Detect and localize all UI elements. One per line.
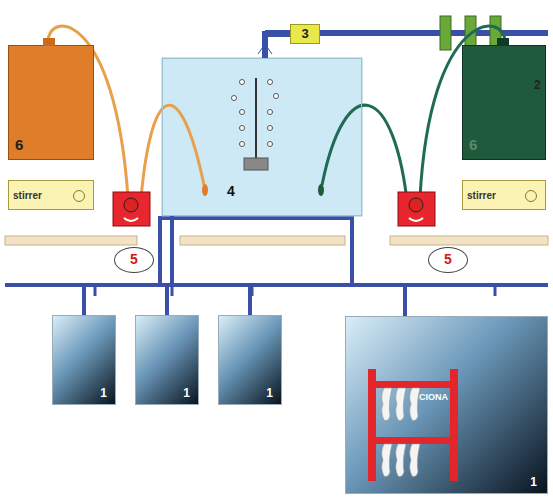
node-text: 1 <box>183 387 190 400</box>
mixing-tank: 4 <box>162 58 362 216</box>
rack-frame <box>368 369 460 481</box>
magnetic-stirrer: stirrer <box>462 180 546 210</box>
node-text: 1 <box>530 476 537 489</box>
tube-end <box>318 184 324 196</box>
culture-tank: 1 <box>52 315 116 405</box>
water-pipe <box>84 216 172 315</box>
node-text: 1 <box>100 387 107 400</box>
callout-number: 2 <box>534 78 541 92</box>
node-text: 3 <box>301 27 308 41</box>
culture-tank: 1 <box>135 315 199 405</box>
stirrer-knob <box>73 190 85 202</box>
peristaltic-pump <box>113 192 150 226</box>
node-text: CIONA <box>419 393 448 403</box>
food-bottle: 6 <box>8 45 94 160</box>
pump-base: 5 <box>428 247 468 273</box>
magnetic-stirrer: stirrer <box>8 180 94 210</box>
pump-base: 5 <box>114 247 154 273</box>
tank-stand <box>160 218 352 285</box>
bubbles <box>232 80 279 147</box>
water-pipe <box>172 216 405 316</box>
bottle-cap <box>43 38 55 46</box>
culture-tank: 1 CIONA <box>345 316 548 494</box>
node-text: 5 <box>130 252 138 267</box>
node-text: stirrer <box>13 190 42 201</box>
node-text: stirrer <box>467 190 496 201</box>
stirrer-knob <box>525 190 537 202</box>
peristaltic-pump <box>398 192 435 226</box>
node-text: 1 <box>266 387 273 400</box>
weight <box>244 158 268 170</box>
water-pipe <box>172 216 250 315</box>
filter-unit: 3 <box>290 24 320 44</box>
ciona-rack: CIONA <box>368 369 460 481</box>
bottle-cap <box>497 38 509 46</box>
stirring-rod <box>255 78 257 158</box>
node-text: 4 <box>227 184 235 199</box>
node-text: 6 <box>15 137 23 154</box>
node-text: 6 <box>469 137 477 154</box>
node-text: 5 <box>444 252 452 267</box>
tube-end <box>202 184 208 196</box>
water-pipe <box>265 34 290 58</box>
shelf <box>5 236 548 245</box>
food-bottle: 6 <box>462 45 546 160</box>
culture-tank: 1 <box>218 315 282 405</box>
food-tube <box>322 105 408 210</box>
